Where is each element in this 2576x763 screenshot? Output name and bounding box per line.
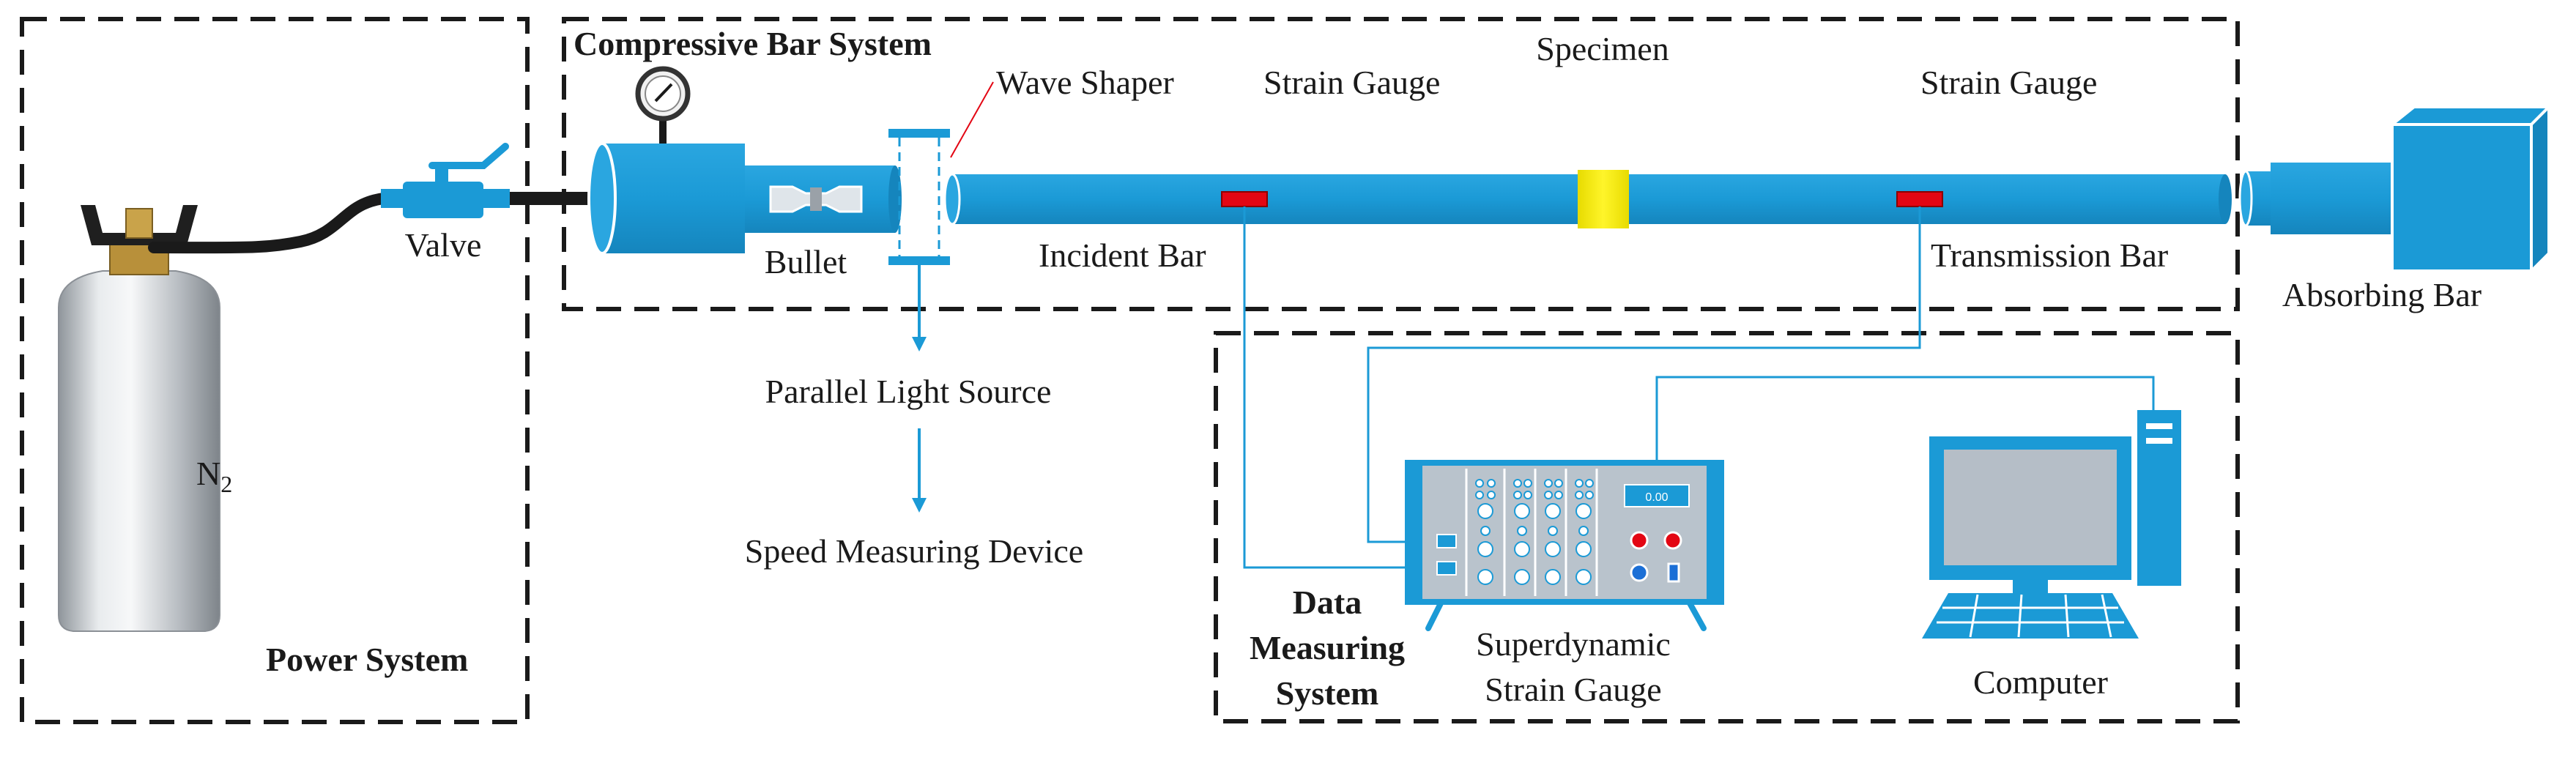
incident-bar <box>943 173 1585 226</box>
data-measuring-title-1: Data <box>1293 584 1362 621</box>
wave-shaper-label: Wave Shaper <box>996 64 1174 101</box>
absorbing-bar <box>2238 103 2553 275</box>
absorbing-bar-label: Absorbing Bar <box>2282 276 2482 313</box>
computer-icon <box>1922 410 2181 639</box>
compressive-system-title: Compressive Bar System <box>574 25 932 62</box>
computer-label: Computer <box>1973 663 2108 701</box>
gas-pipe <box>510 192 612 205</box>
transmission-bar-label: Transmission Bar <box>1931 237 2168 274</box>
data-measuring-title-3: System <box>1276 674 1379 712</box>
wave-shaper-leader <box>950 81 994 158</box>
superdynamic-label-2: Strain Gauge <box>1485 671 1661 708</box>
strain-gauge-incident <box>1221 191 1268 207</box>
signal-wire-transmission <box>1367 206 1921 543</box>
valve[interactable] <box>381 143 510 218</box>
speed-device-label: Speed Measuring Device <box>745 532 1083 570</box>
device-display-reading: 0.00 <box>1645 491 1668 504</box>
data-measuring-system-box <box>1214 331 2240 723</box>
bullet <box>769 185 863 213</box>
signal-wire-incident <box>1243 206 1439 569</box>
specimen <box>1578 170 1629 228</box>
strain-gauge-transmission <box>1896 191 1943 207</box>
valve-label: Valve <box>405 226 482 264</box>
compressive-system-box <box>562 17 2240 311</box>
strain-gauge-label-1: Strain Gauge <box>1263 64 1440 101</box>
gas-cylinder: N2 <box>58 205 232 632</box>
incident-bar-label: Incident Bar <box>1039 237 1206 274</box>
gas-hose <box>148 192 401 254</box>
superdynamic-label-1: Superdynamic <box>1476 625 1671 663</box>
power-system-box <box>20 17 530 724</box>
pressure-gauge-icon <box>635 66 691 151</box>
parallel-light-label: Parallel Light Source <box>765 373 1052 410</box>
strain-gauge-label-2: Strain Gauge <box>1920 64 2097 101</box>
gas-label: N2 <box>196 455 232 497</box>
signal-wire-computer <box>1655 376 2155 463</box>
superdynamic-strain-gauge: 0.00 <box>1405 460 1724 631</box>
power-system-title: Power System <box>266 641 468 678</box>
specimen-label: Specimen <box>1536 30 1669 67</box>
data-measuring-title-2: Measuring <box>1250 629 1405 666</box>
bullet-label: Bullet <box>765 243 847 280</box>
parallel-light-frame <box>888 129 950 265</box>
